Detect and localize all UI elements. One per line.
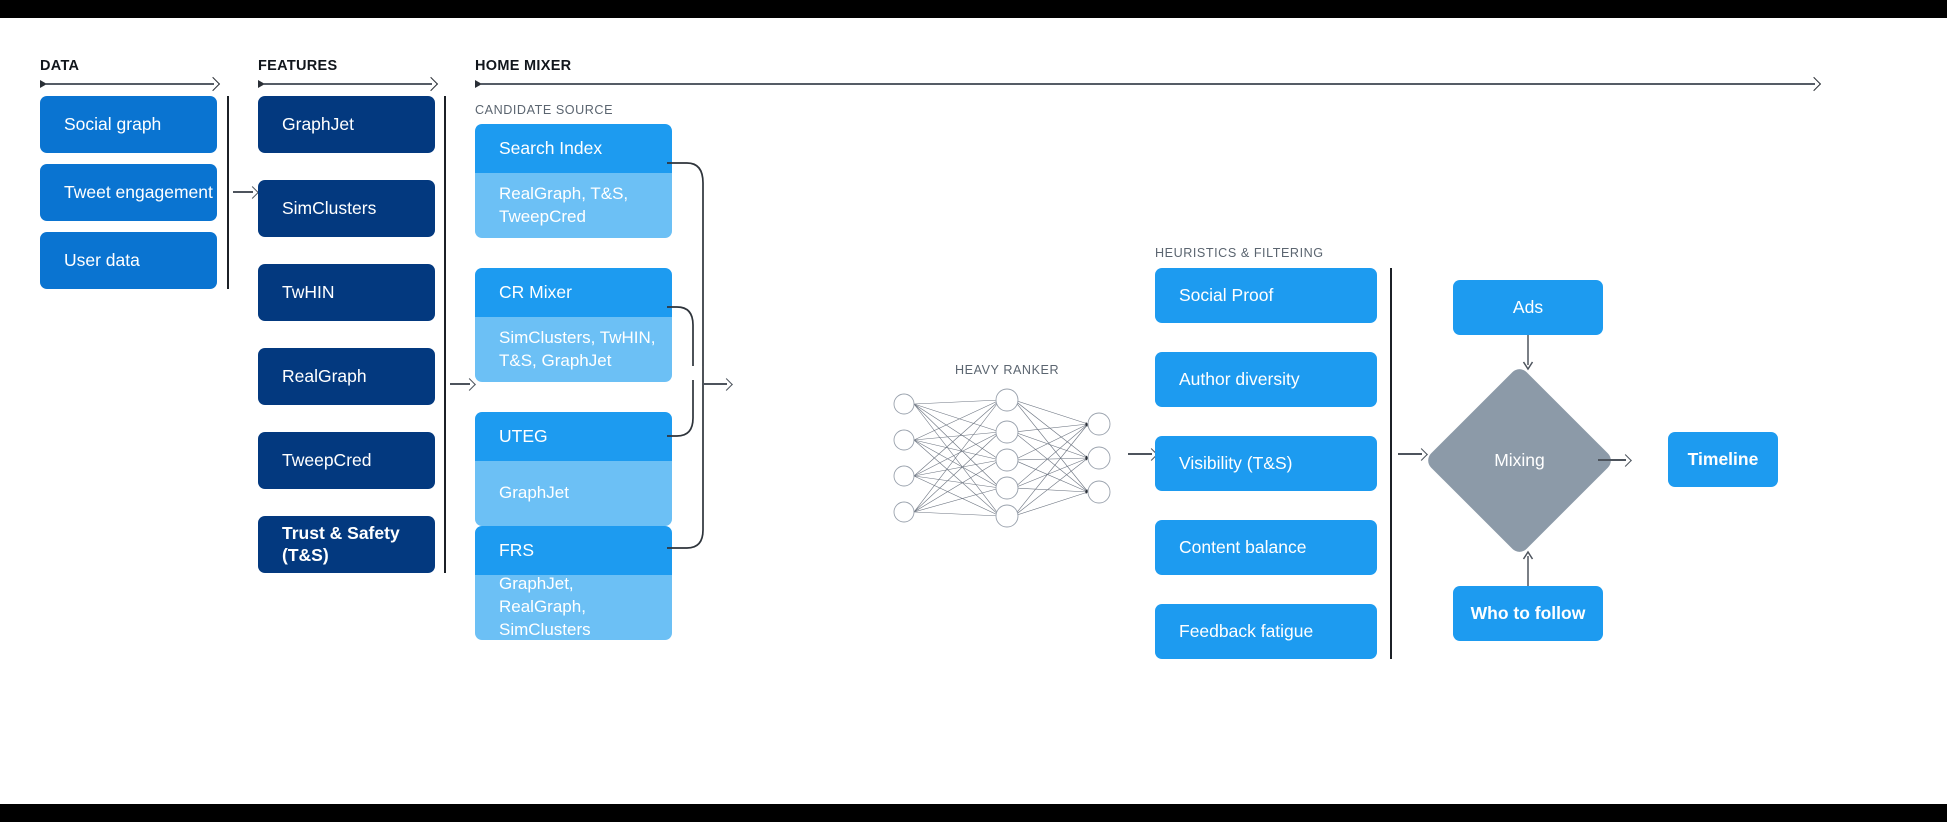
candidate-source-features: GraphJet, RealGraph, SimClusters: [475, 574, 672, 640]
heuristic-card-social-proof[interactable]: Social Proof: [1155, 268, 1377, 323]
section-label-home-mixer: HOME MIXER: [475, 58, 572, 74]
candidate-source-features: GraphJet: [475, 461, 672, 526]
features-axis-arrow: [258, 76, 439, 92]
candidate-source-card-cr-mixer[interactable]: CR Mixer SimClusters, TwHIN, T&S, GraphJ…: [475, 268, 672, 382]
feature-card-label: TweepCred: [282, 449, 372, 470]
output-card-label: Ads: [1512, 296, 1544, 317]
heuristic-card-visibility[interactable]: Visibility (T&S): [1155, 436, 1377, 491]
feature-card-tweepcred[interactable]: TweepCred: [258, 432, 435, 489]
candidate-source-title: CR Mixer: [475, 268, 672, 317]
output-card-label: Who to follow: [1470, 602, 1586, 623]
feature-card-realgraph[interactable]: RealGraph: [258, 348, 435, 405]
who-to-follow-to-mixing-arrow: [1522, 550, 1534, 586]
data-card-user-data[interactable]: User data: [40, 232, 217, 289]
data-to-features-arrow: [233, 185, 259, 199]
output-card-ads[interactable]: Ads: [1453, 280, 1603, 335]
heuristic-card-label: Author diversity: [1179, 368, 1300, 389]
candidate-source-title: UTEG: [475, 412, 672, 461]
section-label-heuristics: HEURISTICS & FILTERING: [1155, 246, 1324, 260]
home-mixer-axis-arrow: [475, 76, 1822, 92]
section-label-data: DATA: [40, 58, 80, 74]
feature-card-simclusters[interactable]: SimClusters: [258, 180, 435, 237]
section-label-candidate-source: CANDIDATE SOURCE: [475, 103, 614, 117]
feature-card-graphjet[interactable]: GraphJet: [258, 96, 435, 153]
heuristic-card-content-balance[interactable]: Content balance: [1155, 520, 1377, 575]
feature-card-label: TwHIN: [282, 281, 335, 302]
candidate-source-card-uteg[interactable]: UTEG GraphJet: [475, 412, 672, 526]
feature-card-label: RealGraph: [282, 365, 367, 386]
heuristic-card-label: Social Proof: [1179, 284, 1274, 305]
heuristic-card-label: Feedback fatigue: [1179, 620, 1314, 641]
mixing-to-timeline-arrow: [1598, 453, 1632, 467]
data-card-label: Tweet engagement: [64, 181, 213, 202]
heavy-ranker-neural-net: [893, 388, 1111, 528]
section-label-heavy-ranker: HEAVY RANKER: [955, 363, 1060, 377]
output-card-who-to-follow[interactable]: Who to follow: [1453, 586, 1603, 641]
ranker-to-heuristics-arrow: [1128, 447, 1158, 461]
feature-card-label: Trust & Safety (T&S): [282, 522, 400, 565]
diagram-canvas: DATA FEATURES HOME MIXER Social graph Tw…: [0, 18, 1947, 804]
candidate-source-card-search-index[interactable]: Search Index RealGraph, T&S, TweepCred: [475, 124, 672, 238]
candidate-source-features: SimClusters, TwHIN, T&S, GraphJet: [475, 317, 672, 382]
heuristic-card-feedback-fatigue[interactable]: Feedback fatigue: [1155, 604, 1377, 659]
feature-card-trust-and-safety[interactable]: Trust & Safety (T&S): [258, 516, 435, 573]
output-card-label: Timeline: [1687, 448, 1759, 469]
heuristic-card-author-diversity[interactable]: Author diversity: [1155, 352, 1377, 407]
heuristic-card-label: Visibility (T&S): [1179, 452, 1293, 473]
heuristic-card-label: Content balance: [1179, 536, 1307, 557]
candidate-source-title: Search Index: [475, 124, 672, 173]
candidate-source-title: FRS: [475, 526, 672, 575]
features-column-divider: [444, 96, 446, 573]
features-to-candidates-arrow: [450, 377, 476, 391]
ads-to-mixing-arrow: [1522, 335, 1534, 371]
data-card-label: Social graph: [64, 113, 162, 134]
feature-card-label: GraphJet: [282, 113, 354, 134]
output-card-timeline[interactable]: Timeline: [1668, 432, 1778, 487]
feature-card-label: SimClusters: [282, 197, 377, 218]
candidate-source-features: RealGraph, T&S, TweepCred: [475, 173, 672, 238]
data-card-tweet-engagement[interactable]: Tweet engagement: [40, 164, 217, 221]
data-column-divider: [227, 96, 229, 289]
section-label-features: FEATURES: [258, 58, 338, 74]
mixing-node[interactable]: [1424, 365, 1615, 556]
candidates-to-ranker-arrow: [703, 377, 733, 391]
heuristics-column-divider: [1390, 268, 1392, 659]
candidate-source-card-frs[interactable]: FRS GraphJet, RealGraph, SimClusters: [475, 526, 672, 640]
feature-card-twhin[interactable]: TwHIN: [258, 264, 435, 321]
data-card-social-graph[interactable]: Social graph: [40, 96, 217, 153]
heuristics-to-mixing-arrow: [1398, 447, 1428, 461]
candidate-merge-bracket: [667, 162, 704, 549]
data-axis-arrow: [40, 76, 221, 92]
data-card-label: User data: [64, 249, 140, 270]
